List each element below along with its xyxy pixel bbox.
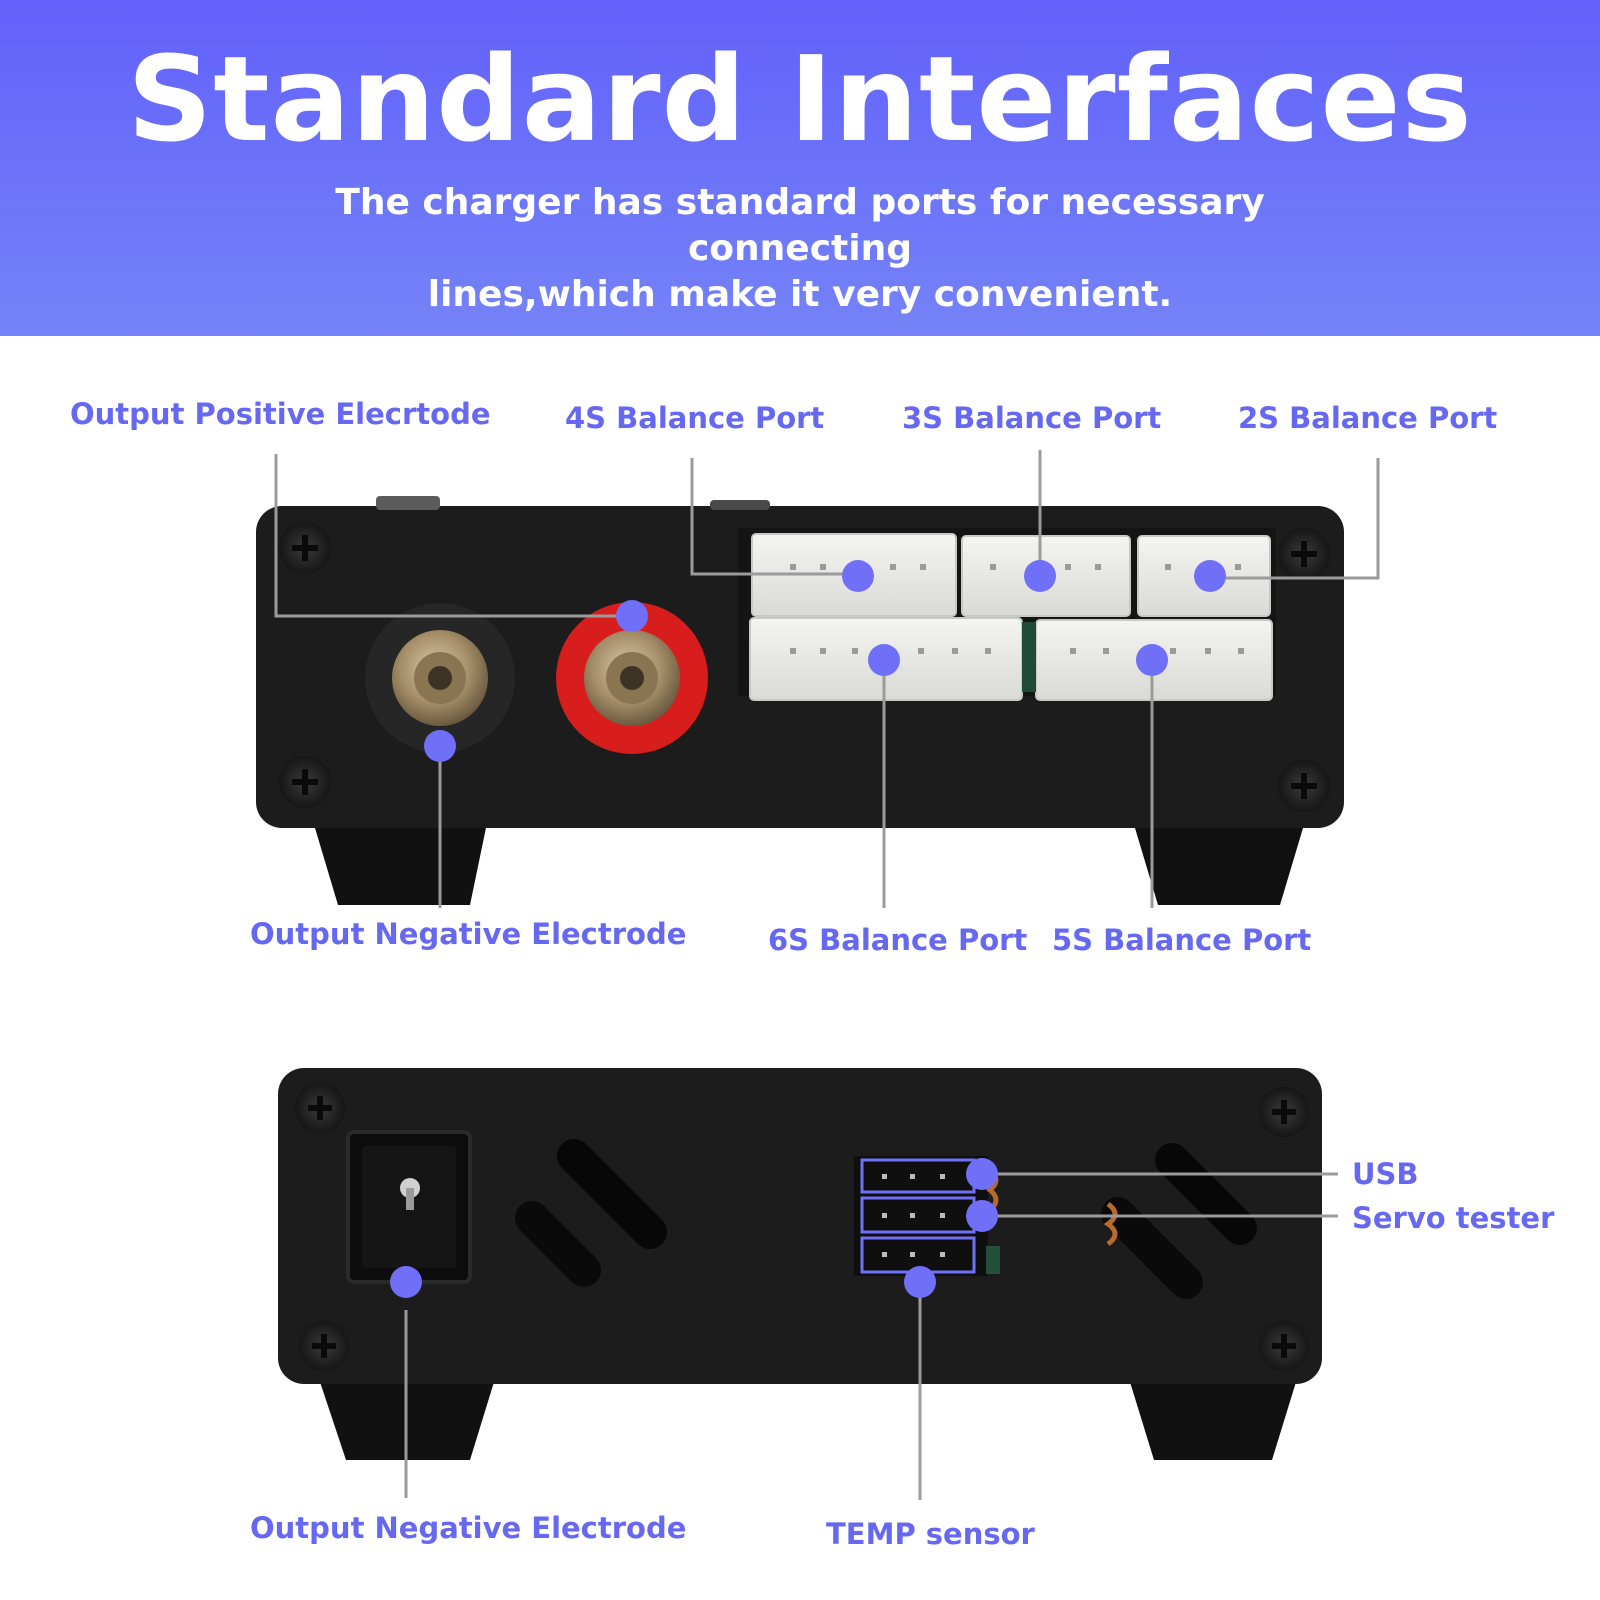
screw-icon [279,756,331,808]
label-output-negative-rear: Output Negative Electrode [250,1511,687,1545]
negative-output-jack [365,603,515,753]
label-6s-balance: 6S Balance Port [768,923,1028,957]
subtitle-line-2: lines,which make it very convenient. [427,274,1173,315]
screw-icon [1278,760,1330,812]
label-servo-tester: Servo tester [1352,1201,1555,1235]
dc-input-jack [346,1130,472,1284]
marker-output-negative-front [424,730,456,762]
pcb-edge [1022,622,1036,692]
marker-5s [1136,644,1168,676]
marker-3s [1024,560,1056,592]
label-usb: USB [1352,1157,1419,1191]
subtitle-line-1: The charger has standard ports for neces… [335,182,1265,269]
label-2s-balance: 2S Balance Port [1238,401,1498,435]
page-title: Standard Interfaces [127,30,1473,168]
label-5s-balance: 5S Balance Port [1052,923,1312,957]
label-temp-sensor: TEMP sensor [826,1517,1035,1551]
screw-icon [299,1321,349,1371]
positive-output-jack [556,602,708,754]
vent-slots-left [515,1139,667,1287]
label-output-positive: Output Positive Elecrtode [70,397,491,431]
marker-output-negative-rear [390,1266,422,1298]
screw-icon [1259,1321,1309,1371]
marker-6s [868,644,900,676]
pin-header-block [854,1156,1000,1276]
screw-icon [295,1083,345,1133]
screw-icon [1278,528,1330,580]
rear-panel [278,1068,1322,1460]
callout-lines [274,450,1380,1500]
marker-usb [966,1158,998,1190]
marker-output-positive [616,600,648,632]
rear-housing [278,1068,1322,1384]
foot-left-front [312,818,488,905]
screw-icon [279,522,331,574]
marker-dots [390,560,1226,1298]
marker-temp [904,1266,936,1298]
foot-right-rear [1130,1382,1296,1460]
page-subtitle: The charger has standard ports for neces… [250,180,1350,318]
marker-4s [842,560,874,592]
header-banner: Standard Interfaces The charger has stan… [0,0,1600,336]
screw-icon [1259,1087,1309,1137]
label-output-negative-front: Output Negative Electrode [250,917,687,951]
front-panel [256,496,1344,905]
marker-servo [966,1200,998,1232]
foot-right-front [1132,818,1306,905]
top-jack-2 [710,500,770,510]
label-3s-balance: 3S Balance Port [902,401,1162,435]
label-4s-balance: 4S Balance Port [565,401,825,435]
marker-2s [1194,560,1226,592]
top-jack-1 [376,496,440,510]
